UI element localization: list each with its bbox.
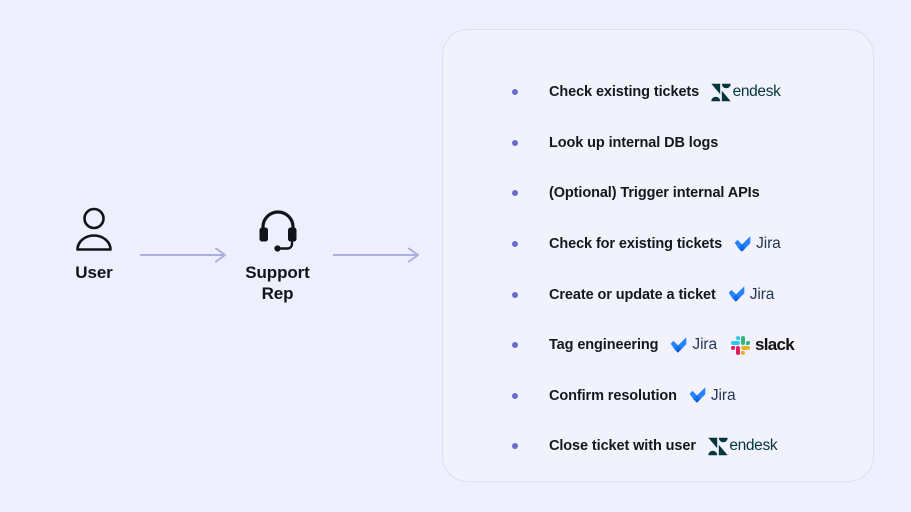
task-label: Tag engineering: [549, 337, 659, 354]
jira-wordmark: Jira: [710, 386, 736, 404]
task-row: (Optional) Trigger internal APIs: [443, 168, 873, 219]
jira-wordmark: Jira: [692, 336, 717, 354]
bullet-icon: [512, 342, 518, 349]
jira-logo: Jira: [727, 285, 775, 304]
jira-logo: Jira: [688, 386, 736, 405]
support-rep-label-line1: Support: [245, 263, 310, 282]
flow-node-user: User: [44, 200, 144, 284]
jira-mark-icon: [689, 387, 706, 404]
zendesk-mark-icon: [711, 83, 731, 101]
task-label: Check for existing tickets: [549, 236, 723, 253]
task-logo-group: Jira: [688, 386, 736, 405]
headset-icon: [256, 200, 300, 252]
task-logo-group: endesk: [710, 83, 781, 102]
flow-node-user-label: User: [75, 263, 113, 282]
bullet-icon: [512, 291, 518, 298]
bullet-icon: [512, 190, 518, 197]
zendesk-logo: endesk: [710, 83, 781, 102]
flow-node-support-rep-label: Support Rep: [245, 263, 310, 304]
task-label: Check existing tickets: [549, 84, 700, 101]
task-row: Tag engineering Jira slack: [443, 320, 873, 371]
person-icon: [73, 200, 115, 252]
bullet-icon: [512, 443, 518, 450]
zendesk-wordmark: endesk: [729, 437, 778, 455]
slack-logo: slack: [731, 335, 795, 355]
zendesk-wordmark: endesk: [732, 83, 781, 101]
arrow-right-icon-2: [333, 247, 425, 263]
task-label: (Optional) Trigger internal APIs: [549, 185, 760, 202]
jira-wordmark: Jira: [756, 235, 781, 253]
task-label: Confirm resolution: [549, 387, 677, 404]
task-logo-group: Jira: [733, 235, 781, 254]
task-row: Check existing tickets endesk: [443, 67, 873, 118]
bullet-icon: [512, 392, 518, 399]
task-row: Close ticket with user endesk: [443, 421, 873, 472]
arrow-right-icon-1: [140, 247, 232, 263]
slack-mark-icon: [731, 335, 750, 355]
task-row: Confirm resolution Jira: [443, 371, 873, 422]
flow-node-support-rep: Support Rep: [225, 200, 330, 304]
jira-logo: Jira: [669, 336, 717, 355]
task-logo-group: Jira slack: [669, 335, 795, 355]
zendesk-mark-icon: [708, 437, 728, 456]
jira-mark-icon: [671, 336, 687, 353]
jira-mark-icon: [734, 235, 751, 252]
jira-mark-icon: [728, 286, 745, 302]
task-row: Look up internal DB logs: [443, 118, 873, 169]
slack-wordmark: slack: [755, 335, 795, 355]
task-label: Close ticket with user: [549, 438, 696, 455]
bullet-icon: [512, 241, 518, 248]
support-rep-label-line2: Rep: [261, 283, 294, 303]
task-label: Look up internal DB logs: [549, 134, 719, 151]
jira-wordmark: Jira: [749, 285, 775, 303]
task-label: Create or update a ticket: [549, 286, 716, 303]
bullet-icon: [512, 89, 518, 96]
task-logo-group: endesk: [707, 437, 778, 456]
task-logo-group: Jira: [727, 285, 775, 304]
task-row: Check for existing tickets Jira: [443, 219, 873, 270]
zendesk-logo: endesk: [707, 437, 778, 456]
jira-logo: Jira: [733, 235, 781, 254]
bullet-icon: [512, 139, 518, 146]
task-row: Create or update a ticket Jira: [443, 269, 873, 320]
